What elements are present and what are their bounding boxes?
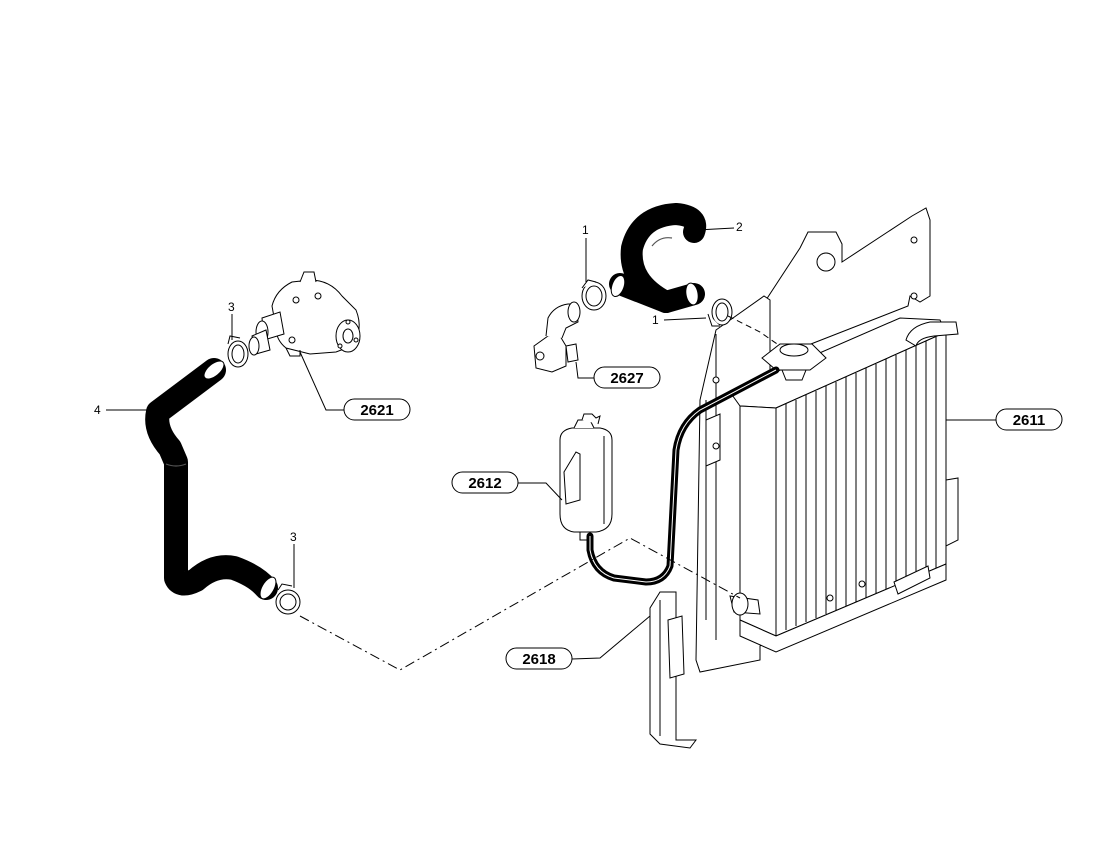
callout-2611-text: 2611 (1013, 412, 1046, 429)
callout-2612: 2612 (451, 471, 519, 494)
radiator-fins (785, 337, 937, 630)
callout-2621: 2621 (343, 398, 411, 421)
thermostat-housing (533, 301, 581, 373)
hose-clamp-1a (581, 279, 607, 311)
callout-2627: 2627 (593, 366, 661, 389)
item-number-3b: 3 (290, 530, 297, 544)
overflow-hose (586, 366, 780, 586)
callout-2621-text: 2621 (360, 402, 393, 419)
callout-2627-text: 2627 (610, 370, 643, 387)
item-number-1a: 1 (582, 223, 589, 237)
fan-shroud (649, 591, 697, 749)
radiator (695, 207, 959, 673)
callout-2612-text: 2612 (468, 475, 501, 492)
water-pump (248, 271, 361, 357)
upper-hose (609, 203, 707, 313)
item-number-3a: 3 (228, 300, 235, 314)
leader-lines (106, 227, 996, 660)
hose-clamp-3b (275, 583, 301, 615)
flow-lines (299, 315, 781, 671)
expansion-tank (559, 413, 613, 541)
callout-2611: 2611 (995, 408, 1063, 431)
item-number-1b: 1 (652, 313, 659, 327)
callout-2618: 2618 (505, 647, 573, 670)
callout-2618-text: 2618 (522, 651, 555, 668)
hose-clamp-1b (707, 298, 733, 327)
item-number-4: 4 (94, 403, 101, 417)
lower-hose (145, 358, 278, 600)
item-number-2: 2 (736, 220, 743, 234)
hose-clamp-3a (227, 335, 249, 368)
